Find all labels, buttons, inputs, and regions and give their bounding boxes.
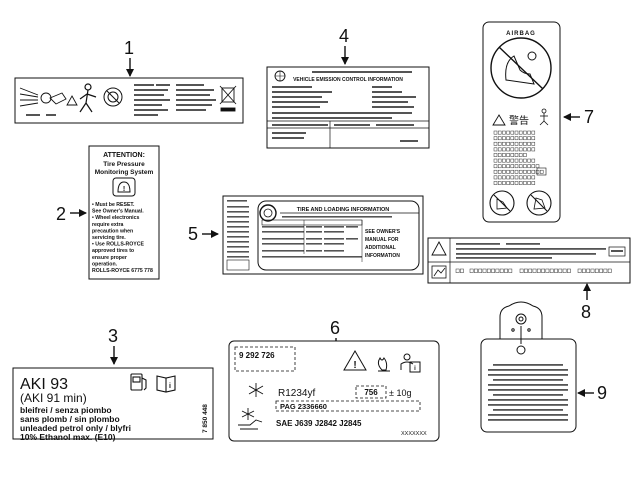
callout-1: 1 bbox=[124, 38, 134, 77]
tire-side-1: SEE OWNER'S bbox=[365, 229, 401, 235]
fuel-pump-icon bbox=[130, 373, 147, 391]
no-touch-icon bbox=[103, 87, 123, 107]
label-9-hang-tag bbox=[480, 301, 577, 433]
tpms-body-line: servicing tire. bbox=[92, 235, 126, 241]
ac-part-number: 9 292 726 bbox=[239, 351, 275, 360]
tpms-body-line: require extra bbox=[92, 222, 124, 228]
ac-warning-triangle-icon bbox=[343, 350, 367, 371]
callout-2: 2 bbox=[56, 204, 87, 224]
callout-5: 5 bbox=[188, 224, 219, 244]
child-seat-mini-icon bbox=[539, 108, 549, 126]
flame-icon bbox=[377, 357, 390, 372]
svg-text:!: ! bbox=[353, 360, 356, 371]
callout-4: 4 bbox=[339, 26, 349, 65]
fuel-line-3: bleifrei / senza piombo bbox=[20, 405, 112, 415]
tpms-warning-icon: ! bbox=[112, 177, 136, 197]
callout-number-7: 7 bbox=[584, 107, 594, 127]
label-1-hood-warning bbox=[14, 77, 244, 124]
tpms-body: • Must be RESET. See Owner's Manual.• Wh… bbox=[92, 202, 153, 274]
tire-icon bbox=[259, 204, 277, 222]
tpms-body-line: • Wheel electronics bbox=[92, 215, 139, 221]
label-6-ac-refrigerant: 9 292 726 ! i R1234yf 756 ± 10g PAG 2336… bbox=[228, 340, 440, 442]
svg-text:i: i bbox=[169, 383, 171, 390]
callout-number-2: 2 bbox=[56, 204, 66, 224]
tpms-subtitle-1: Tire Pressure bbox=[103, 161, 145, 168]
callout-number-1: 1 bbox=[124, 38, 134, 58]
no-battery-disposal-icon bbox=[219, 85, 237, 112]
no-child-lap-icon bbox=[526, 190, 552, 216]
ac-charge-code: 756 bbox=[364, 388, 378, 397]
callout-number-8: 8 bbox=[581, 302, 591, 322]
service-manual-icon: i bbox=[400, 353, 421, 373]
info-chart-icon bbox=[431, 265, 447, 279]
snowflake-oil-icon bbox=[238, 408, 263, 430]
hang-hole-icon bbox=[511, 313, 531, 355]
ac-pag-oil: PAG 2336660 bbox=[280, 402, 327, 411]
tire-table-lines bbox=[262, 216, 392, 258]
airbag-header: AIRBAG bbox=[506, 31, 536, 37]
svg-text:i: i bbox=[414, 366, 416, 372]
airbag-text-grid bbox=[493, 130, 544, 185]
snowflake-icon bbox=[248, 383, 264, 397]
tire-loading-title: TIRE AND LOADING INFORMATION bbox=[297, 207, 390, 213]
ac-charge-tolerance: ± 10g bbox=[389, 388, 411, 398]
fuel-aki: AKI 93 bbox=[20, 376, 68, 393]
tpms-body-line: • Use ROLLS-ROYCE bbox=[92, 242, 145, 248]
label-4-emission: VEHICLE EMISSION CONTROL INFORMATION bbox=[266, 66, 430, 149]
callout-8: 8 bbox=[581, 283, 591, 322]
label-1-text-lines bbox=[134, 84, 216, 116]
hang-tag-text-lines bbox=[488, 364, 568, 421]
callout-7: 7 bbox=[563, 107, 594, 127]
person-icon bbox=[79, 83, 97, 113]
callout-number-6: 6 bbox=[330, 318, 340, 338]
tpms-body-line: precaution when bbox=[92, 228, 133, 234]
svg-text:!: ! bbox=[123, 186, 125, 193]
tpms-body-line: See Owner's Manual. bbox=[92, 209, 144, 215]
no-child-front-icon bbox=[489, 190, 515, 216]
emission-title: VEHICLE EMISSION CONTROL INFORMATION bbox=[293, 77, 403, 83]
tire-side-3: ADDITIONAL bbox=[365, 245, 396, 251]
warning-triangle-icon bbox=[66, 95, 78, 106]
info-text-lines bbox=[456, 243, 606, 259]
tpms-body-line: ensure proper bbox=[92, 255, 127, 261]
callout-number-9: 9 bbox=[597, 383, 607, 403]
label-2-tpms: ATTENTION: Tire Pressure Monitoring Syst… bbox=[88, 145, 160, 280]
callout-3: 3 bbox=[108, 326, 118, 365]
label-8-info-strip bbox=[427, 237, 631, 284]
manual-book-icon: i bbox=[156, 375, 176, 393]
info-warning-triangle-icon bbox=[431, 241, 447, 256]
emission-text-lines bbox=[272, 86, 418, 142]
label-5-tire-loading: TIRE AND LOADING INFORMATION SEE OWNER'S… bbox=[222, 195, 424, 275]
tire-side-4: INFORMATION bbox=[365, 253, 400, 259]
tpms-body-line: approved tires to bbox=[92, 248, 134, 254]
tpms-subtitle-2: Monitoring System bbox=[95, 169, 154, 176]
ac-refrigerant-type: R1234yf bbox=[278, 388, 315, 399]
airbag-warning-triangle-icon bbox=[492, 114, 506, 126]
fuel-side-code: 7 850 448 bbox=[202, 404, 209, 433]
callout-number-3: 3 bbox=[108, 326, 118, 346]
ac-code: XXXXXXX bbox=[401, 431, 427, 437]
callout-9: 9 bbox=[577, 383, 607, 403]
tpms-body-line: operation. bbox=[92, 261, 118, 267]
fuel-line-6: 10% Ethanol max. (E10) bbox=[20, 432, 116, 442]
ac-sae-standards: SAE J639 J2842 J2845 bbox=[276, 419, 362, 428]
info-box-row bbox=[455, 268, 612, 273]
tpms-body-line: ROLLS-ROYCE 6775 778 bbox=[92, 268, 153, 274]
tpms-body-line: • Must be RESET. bbox=[92, 202, 135, 208]
tire-left-column bbox=[227, 200, 249, 258]
fuel-line-4: sans plomb / sin plombo bbox=[20, 414, 120, 424]
airbag-warning-text: 警告 bbox=[509, 114, 529, 127]
no-rear-facing-seat-icon bbox=[490, 37, 552, 99]
label-7-airbag-warning: AIRBAG 警告 bbox=[482, 21, 561, 223]
tpms-title: ATTENTION: bbox=[103, 152, 145, 159]
fuel-line-5: unleaded petrol only / blyfri bbox=[20, 423, 131, 433]
fan-hand-icon bbox=[19, 87, 67, 107]
fuel-aki-min: (AKI 91 min) bbox=[20, 391, 87, 405]
tire-side-2: MANUAL FOR bbox=[365, 237, 399, 243]
callout-number-5: 5 bbox=[188, 224, 198, 244]
label-3-fuel: AKI 93 (AKI 91 min) bleifrei / senza pio… bbox=[12, 367, 214, 442]
callout-number-4: 4 bbox=[339, 26, 349, 46]
